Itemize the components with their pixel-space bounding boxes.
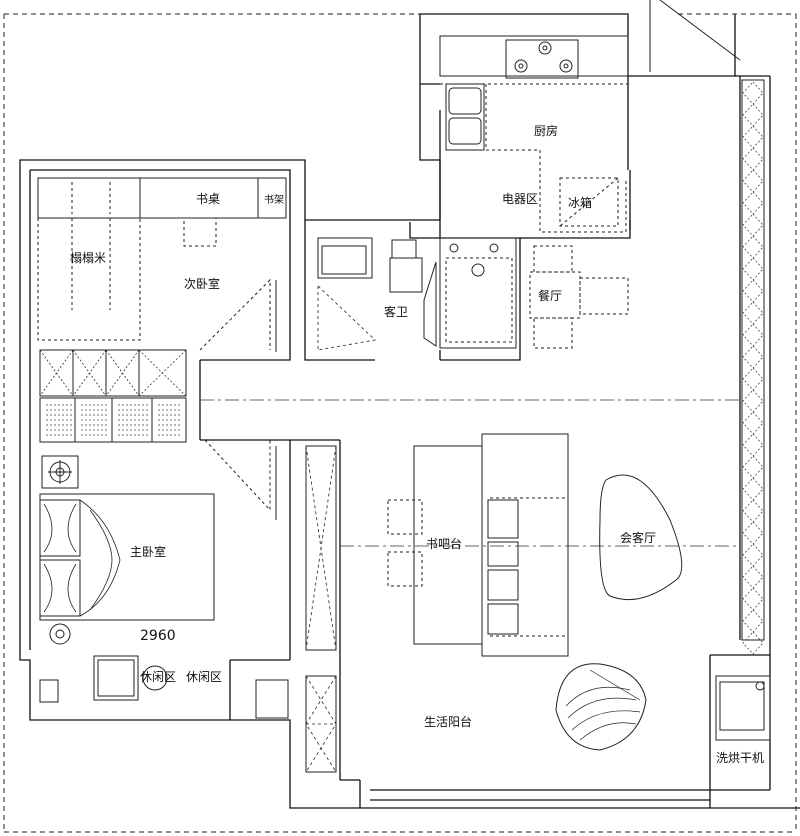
second-bedroom-furniture: [37, 177, 287, 397]
entry-door: [649, 0, 741, 72]
washer-unit: [715, 675, 771, 741]
window-pane: [742, 455, 764, 479]
window-pane: [742, 521, 764, 545]
right-window-diamonds: [742, 81, 764, 655]
window-pane: [742, 631, 764, 655]
label-tatami: 榻榻米: [70, 251, 106, 265]
label-master-bedroom: 主卧室: [130, 544, 166, 559]
window-pane: [742, 191, 764, 215]
label-balcony: 生活阳台: [424, 714, 472, 729]
window-pane: [742, 367, 764, 391]
label-leisure-2: 休闲区: [186, 670, 222, 684]
window-pane: [742, 587, 764, 611]
wardrobe-grid: [39, 397, 187, 443]
walls: [19, 13, 800, 809]
kitchen-counter: [439, 35, 629, 85]
window-pane: [742, 81, 764, 105]
lounge-chair: [555, 663, 647, 751]
window-pane: [742, 147, 764, 171]
tall-cabinet: [305, 445, 337, 773]
label-washer: 洗烘干机: [716, 751, 764, 765]
window-pane: [742, 543, 764, 567]
window-pane: [742, 433, 764, 457]
wardrobe-hangers: [46, 404, 180, 436]
master-bedroom-furniture: [39, 439, 277, 645]
label-kitchen: 厨房: [534, 123, 558, 138]
window-pane: [742, 301, 764, 325]
label-bookshelf: 书架: [264, 194, 284, 206]
label-dining: 餐厅: [538, 288, 562, 303]
window-pane: [742, 565, 764, 589]
fridge-shape: [559, 177, 619, 227]
window-pane: [742, 477, 764, 501]
window-pane: [742, 609, 764, 633]
label-guest-bath: 客卫: [384, 304, 408, 319]
leisure-area-furniture: [39, 655, 289, 719]
label-living-room: 会客厅: [620, 530, 656, 545]
window-pane: [742, 499, 764, 523]
label-appliance-zone: 电器区: [502, 192, 538, 206]
label-fridge: 冰箱: [568, 195, 592, 210]
window-pane: [742, 279, 764, 303]
axis-lines: [200, 399, 740, 547]
right-window-strip: [741, 79, 765, 641]
bathroom-fixtures: [317, 237, 517, 351]
kitchen-sink: [445, 83, 627, 233]
label-bar-table: 书吧台: [426, 536, 462, 551]
dimension-label: 2960: [140, 628, 176, 644]
coffee-rug: [599, 474, 683, 601]
window-pane: [742, 323, 764, 347]
window-pane: [742, 235, 764, 259]
bar-counter: [387, 433, 569, 657]
window-pane: [742, 411, 764, 435]
dining-table: [529, 245, 629, 349]
window-pane: [742, 389, 764, 413]
window-pane: [742, 213, 764, 237]
label-leisure-1: 休闲区: [140, 670, 176, 684]
window-pane: [742, 125, 764, 149]
window-pane: [742, 169, 764, 193]
label-second-bedroom: 次卧室: [184, 276, 220, 291]
label-bookcase: 书桌: [196, 192, 220, 206]
window-pane: [742, 103, 764, 127]
site-boundary: [3, 13, 797, 833]
window-pane: [742, 257, 764, 281]
window-pane: [742, 345, 764, 369]
